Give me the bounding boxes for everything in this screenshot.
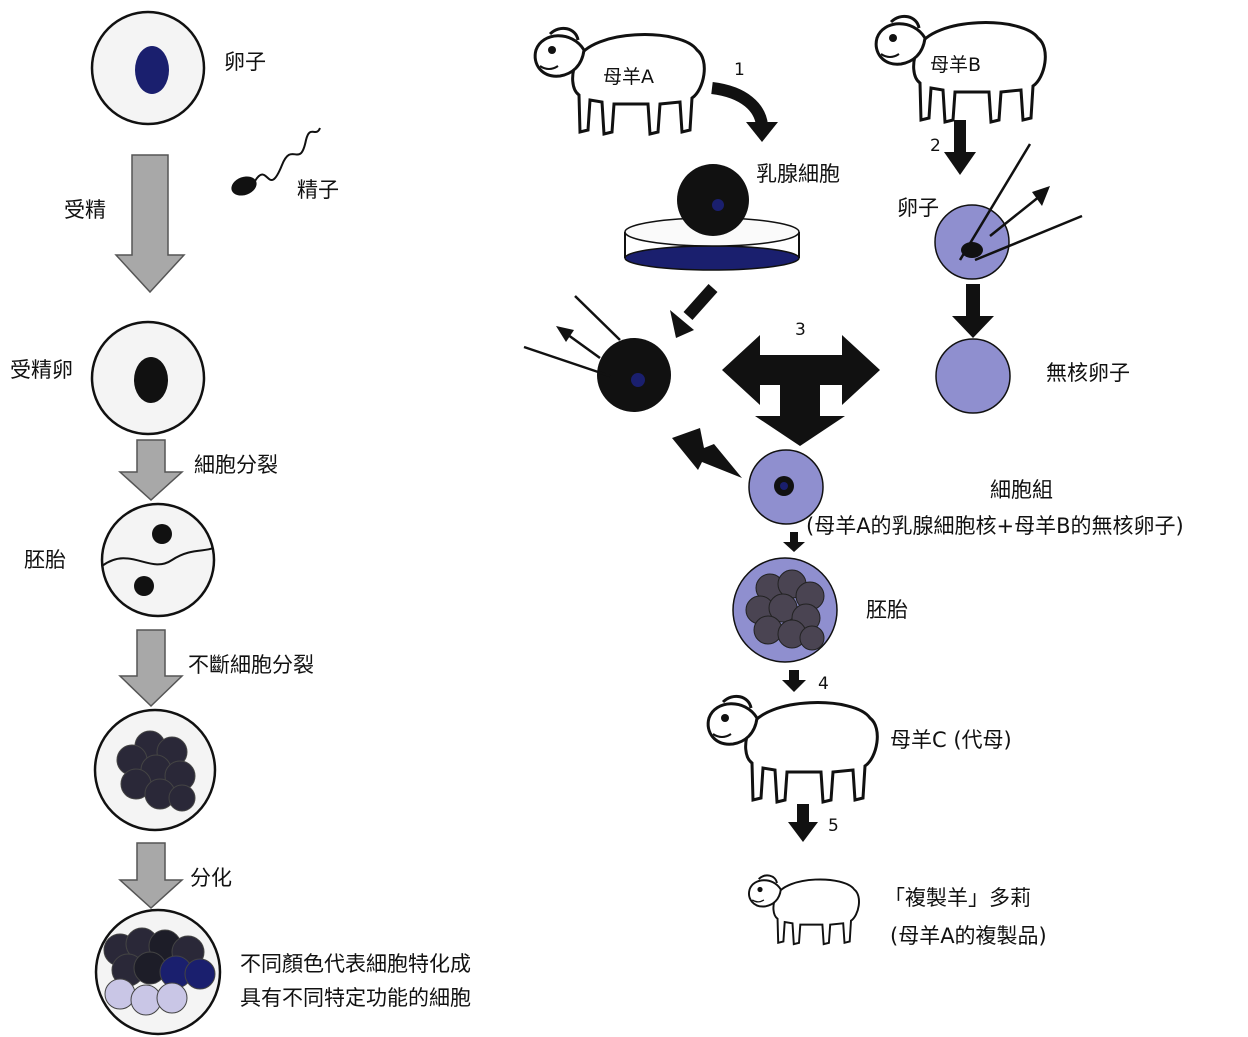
sperm [231,127,321,196]
step-4-label: 4 [818,674,829,694]
step-1-label: 1 [734,60,745,80]
cell-group-detail-label: (母羊A的乳腺細胞核+母羊B的無核卵子) [806,514,1184,538]
step-5-label: 5 [828,816,839,836]
ewe-a-label: 母羊A [603,66,654,88]
electric-spark-icon [672,428,742,478]
gray-arrow-division [118,439,184,502]
dolly-detail-label: (母羊A的複製品) [890,924,1047,948]
dolly-label: 「複製羊」多莉 [884,886,1031,910]
step-2-label: 2 [930,136,941,156]
enucleated-egg-label: 無核卵子 [1046,361,1130,385]
zygote-label: 受精卵 [10,358,73,382]
differentiation-label: 分化 [190,866,232,890]
down-arrow-5 [788,804,818,842]
egg-label: 卵子 [224,50,266,74]
down-arrow-4 [782,670,806,692]
gray-arrow-differentiation [118,842,184,910]
egg-enucleation [934,143,1083,280]
continuous-division-label: 不斷細胞分裂 [188,653,314,677]
fused-cell [748,449,824,525]
zygote-cell [90,320,206,436]
sperm-label: 精子 [297,178,339,202]
down-arrow-enucleated [952,284,994,338]
fusion-arrow-3 [722,335,880,446]
morula-cell [93,708,217,832]
cell-division-label: 細胞分裂 [194,453,278,477]
gray-arrow-fertilization [114,154,186,294]
differentiated-cell [94,908,222,1036]
fertilization-label: 受精 [64,198,106,222]
mammary-cell-label: 乳腺細胞 [756,162,840,186]
egg-label-right: 卵子 [897,196,939,220]
mammary-nucleus-extraction [523,295,671,412]
step-3-label: 3 [795,320,806,340]
two-cell-embryo [100,502,216,618]
curved-arrow-1 [711,82,778,142]
embryo-label-right: 胚胎 [866,598,908,622]
ewe-b-label: 母羊B [930,54,982,76]
cell-group-label: 細胞組 [990,478,1053,502]
dolly-sheep [748,874,860,946]
caption-line2: 具有不同特定功能的細胞 [240,986,471,1010]
caption-line1: 不同顏色代表細胞特化成 [240,952,471,976]
arrow-dish-to-cell [670,284,718,338]
mammary-cell-dish [624,164,800,271]
down-arrow-small [783,532,805,552]
egg-cell [90,10,206,126]
enucleated-egg [935,338,1011,414]
embryo-label-left: 胚胎 [24,548,66,572]
down-arrow-2 [944,120,976,175]
ewe-c-label: 母羊C (代母) [890,728,1012,752]
gray-arrow-continuous [118,629,184,708]
right-embryo [732,557,838,663]
ewe-c-sheep [706,694,879,804]
